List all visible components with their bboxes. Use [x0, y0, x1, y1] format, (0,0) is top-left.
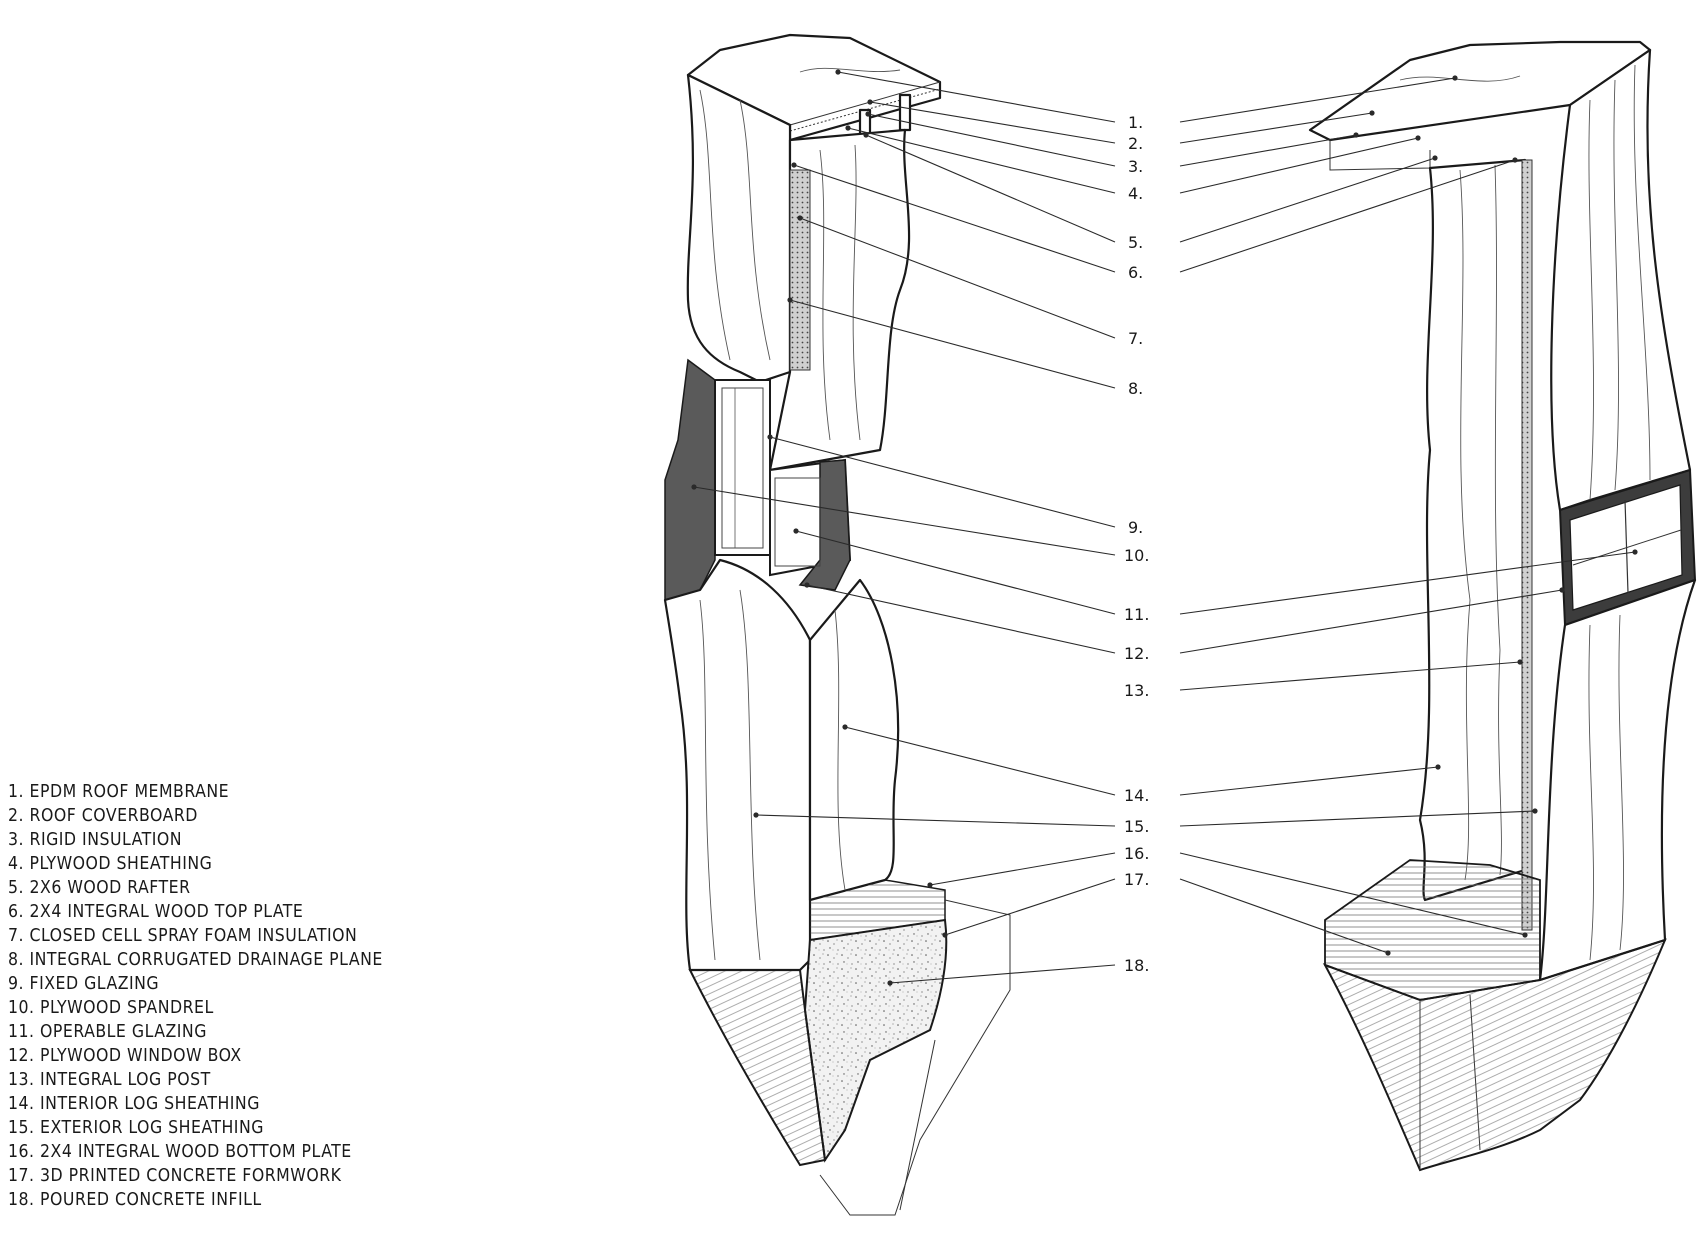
- left-concrete-infill: [803, 918, 948, 1163]
- left-upper-log: [686, 73, 792, 384]
- right-lower-log: [1538, 578, 1697, 982]
- legend-item: 12. PLYWOOD WINDOW BOX: [8, 1046, 242, 1066]
- right-integral-log-post: [1521, 159, 1533, 931]
- legend-list: 1. EPDM ROOF MEMBRANE 2. ROOF COVERBOARD…: [8, 780, 383, 1212]
- callout-6: 6.: [1128, 263, 1143, 282]
- left-interior-sheathing-lower: [808, 578, 900, 902]
- callout-numbers: 1. 2. 3. 4. 5. 6. 7. 8. 9. 10. 11. 12. 1…: [1124, 113, 1149, 975]
- right-roof: [1308, 40, 1652, 142]
- callout-2: 2.: [1128, 134, 1143, 153]
- callout-13: 13.: [1124, 681, 1149, 700]
- legend-item: 16. 2X4 INTEGRAL WOOD BOTTOM PLATE: [8, 1142, 352, 1162]
- left-formwork: [688, 969, 827, 1167]
- legend-item: 8. INTEGRAL CORRUGATED DRAINAGE PLANE: [8, 950, 383, 970]
- left-fixed-glazing: [714, 379, 771, 556]
- callout-8: 8.: [1128, 379, 1143, 398]
- legend-item: 4. PLYWOOD SHEATHING: [8, 854, 213, 874]
- right-interior-sheathing: [1418, 158, 1527, 902]
- left-wall-assembly: [663, 33, 1011, 1216]
- legend-item: 1. EPDM ROOF MEMBRANE: [8, 782, 230, 802]
- legend-item: 11. OPERABLE GLAZING: [8, 1022, 207, 1042]
- callout-10: 10.: [1124, 546, 1149, 565]
- callout-14: 14.: [1124, 786, 1149, 805]
- callout-15: 15.: [1124, 817, 1149, 836]
- callout-7: 7.: [1128, 329, 1143, 348]
- legend-item: 17. 3D PRINTED CONCRETE FORMWORK: [8, 1166, 342, 1186]
- left-lower-log: [663, 558, 812, 972]
- right-formwork: [1322, 938, 1667, 1172]
- callout-12: 12.: [1124, 644, 1149, 663]
- callout-1: 1.: [1128, 113, 1143, 132]
- callout-9: 9.: [1128, 518, 1143, 537]
- callout-lines: [691, 69, 1638, 986]
- legend-item: 5. 2X6 WOOD RAFTER: [8, 878, 191, 898]
- legend-item: 9. FIXED GLAZING: [8, 974, 160, 994]
- legend-item: 10. PLYWOOD SPANDREL: [8, 998, 214, 1018]
- legend-item: 3. RIGID INSULATION: [8, 830, 182, 850]
- legend-item: 14. INTERIOR LOG SHEATHING: [8, 1094, 260, 1114]
- left-window-box: [769, 458, 852, 591]
- right-window: [1558, 468, 1697, 627]
- callout-16: 16.: [1124, 844, 1149, 863]
- legend-item: 15. EXTERIOR LOG SHEATHING: [8, 1118, 264, 1138]
- left-rafter: [898, 93, 912, 132]
- callout-5: 5.: [1128, 233, 1143, 252]
- callout-4: 4.: [1128, 184, 1143, 203]
- legend-item: 7. CLOSED CELL SPRAY FOAM INSULATION: [8, 926, 358, 946]
- callout-17: 17.: [1124, 870, 1149, 889]
- callout-11: 11.: [1124, 605, 1149, 624]
- legend-item: 2. ROOF COVERBOARD: [8, 806, 198, 826]
- callout-18: 18.: [1124, 956, 1149, 975]
- right-wall-assembly: [1308, 40, 1697, 1172]
- legend-item: 18. POURED CONCRETE INFILL: [8, 1190, 262, 1210]
- legend-item: 13. INTEGRAL LOG POST: [8, 1070, 211, 1090]
- legend-item: 6. 2X4 INTEGRAL WOOD TOP PLATE: [8, 902, 304, 922]
- callout-3: 3.: [1128, 157, 1143, 176]
- left-spandrel: [664, 358, 716, 601]
- right-outer-log: [1550, 48, 1692, 512]
